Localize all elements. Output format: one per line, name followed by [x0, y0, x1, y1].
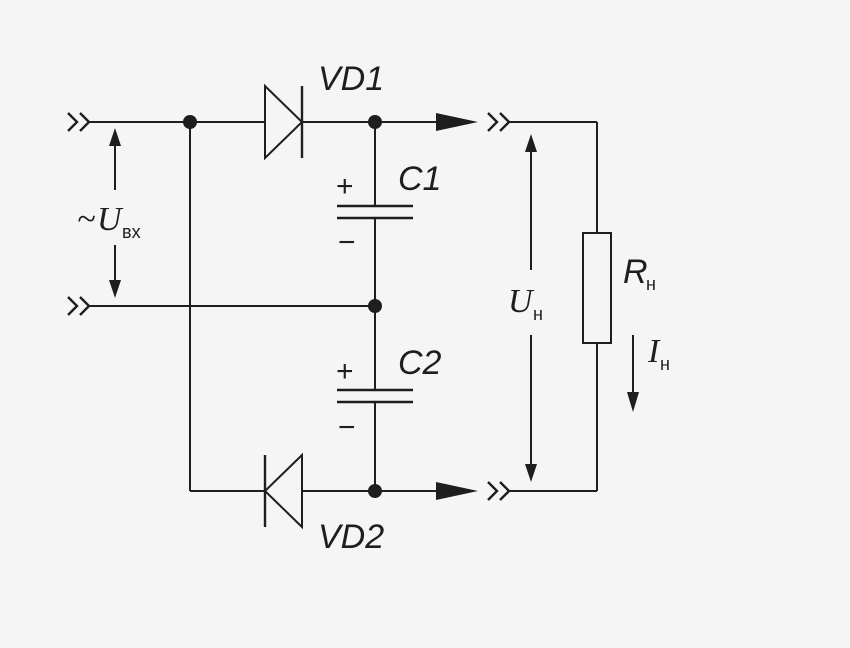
input-voltage-arrow: [109, 128, 121, 298]
c2-label: C2: [398, 344, 442, 382]
load-current-subscript: н: [660, 354, 670, 374]
capacitor-c2: [337, 388, 413, 404]
diode-vd1: [264, 83, 304, 161]
input-voltage-subscript: вх: [122, 222, 141, 242]
diode-vd2: [263, 452, 303, 530]
top-output-arrow: [436, 113, 478, 131]
c2-plus-sign: +: [336, 355, 354, 388]
load-voltage-label: U н: [508, 283, 543, 324]
junction-dot-middle: [368, 299, 382, 313]
junction-dot-top-left: [183, 115, 197, 129]
input-voltage-prefix: ~: [77, 201, 95, 238]
resistor-symbol: R: [623, 253, 648, 291]
load-branch-wire: [509, 121, 598, 492]
bottom-output-arrow: [436, 482, 478, 500]
junction-dot-top-right: [368, 115, 382, 129]
junction-dot-bottom: [368, 484, 382, 498]
c2-minus-sign: −: [338, 411, 356, 444]
output-terminal-bottom: [487, 481, 511, 501]
input-voltage-label: ~ U вх: [77, 201, 141, 242]
load-voltage-symbol: U: [508, 283, 535, 320]
resistor-label: R н: [623, 253, 656, 294]
input-terminal-top: [67, 112, 91, 132]
resistor-rn: [582, 232, 612, 344]
output-terminal-top: [487, 112, 511, 132]
capacitor-c1: [337, 204, 413, 220]
load-current-arrow: [627, 335, 639, 412]
load-voltage-arrow: [525, 134, 537, 482]
c1-label: C1: [398, 160, 441, 198]
input-voltage-symbol: U: [97, 201, 124, 238]
c1-plus-sign: +: [336, 170, 354, 203]
c1-minus-sign: −: [338, 226, 356, 259]
load-current-label: I н: [647, 333, 670, 374]
load-voltage-subscript: н: [533, 304, 543, 324]
vd1-label: VD1: [318, 60, 384, 98]
resistor-subscript: н: [646, 274, 656, 294]
load-current-symbol: I: [647, 333, 661, 370]
input-terminal-bottom: [67, 296, 91, 316]
vd2-label: VD2: [318, 518, 384, 556]
